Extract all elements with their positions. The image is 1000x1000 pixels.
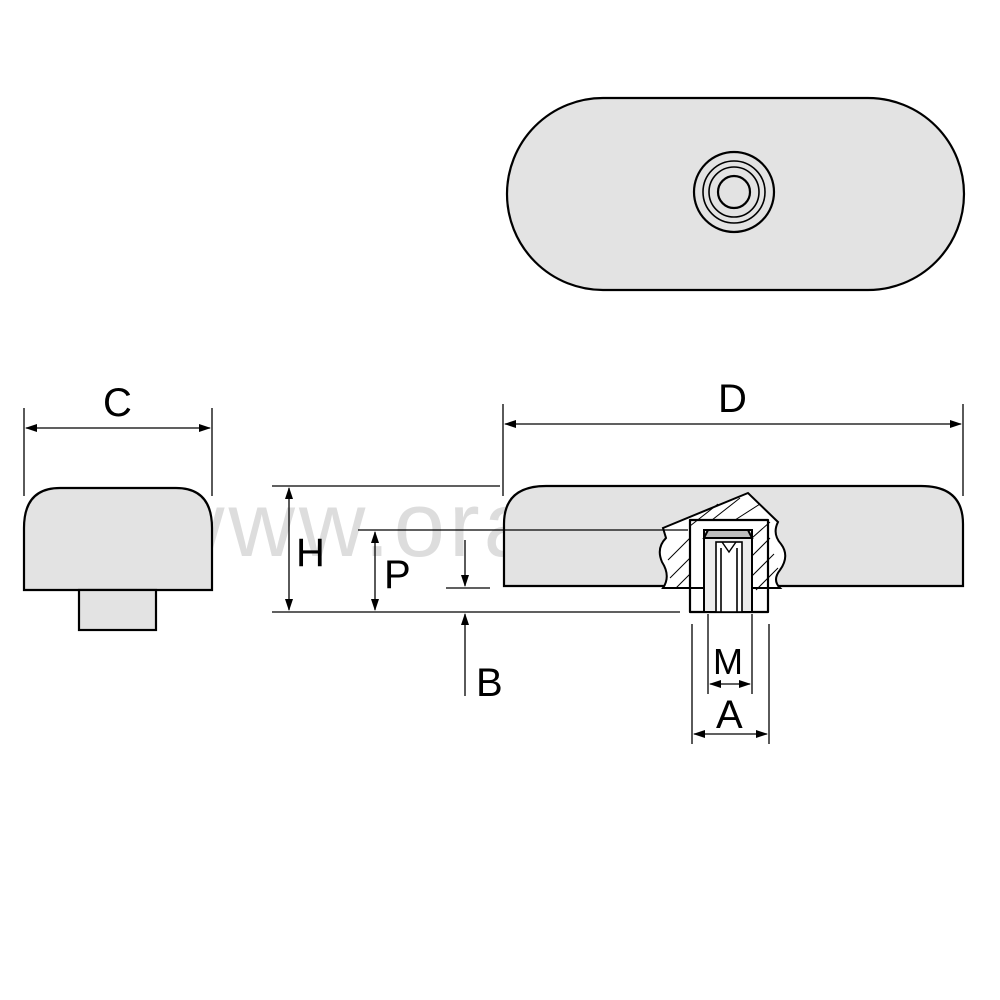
top-view-hole-ring-inner [708,166,760,218]
dim-b-label: B [476,661,503,705]
dim-p-label: P [384,553,411,597]
insert-collar [702,529,754,539]
dim-d-label: D [718,377,747,421]
section-hatching [667,497,779,591]
top-view-hole-bore [716,174,752,210]
top-view-hole-outer [692,150,776,234]
side-view-body [22,486,214,592]
side-view: C [22,381,214,632]
dim-m-label: M [713,641,743,682]
dim-a-label: A [716,693,743,737]
dim-h-label: H [296,531,325,575]
dim-c-label: C [103,381,132,425]
top-view [505,96,966,292]
top-view-outline [505,96,966,292]
side-view-insert [77,588,158,632]
front-view: D H P B M A [272,377,965,744]
top-view-hole-ring [702,160,766,224]
insert-bore-tip [721,541,737,554]
